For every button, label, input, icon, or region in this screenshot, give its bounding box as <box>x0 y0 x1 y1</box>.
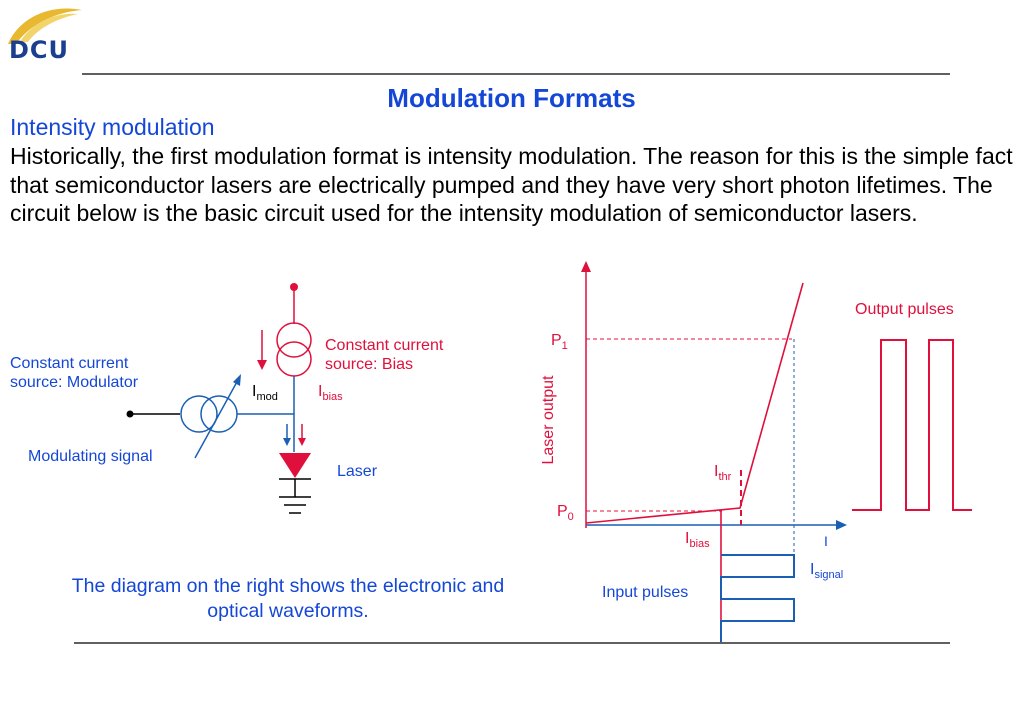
ibias-circuit-label: Ibias <box>318 383 343 403</box>
mod-source-label-2: source: Modulator <box>10 374 139 391</box>
output-pulses-waveform <box>852 339 972 511</box>
x-axis-arrow <box>836 520 847 530</box>
body-paragraph: Historically, the first modulation forma… <box>10 143 1013 226</box>
logo-text: DCU <box>9 36 70 64</box>
laser-label: Laser <box>337 463 378 480</box>
section-subtitle: Intensity modulation <box>10 114 215 140</box>
diagram-caption: The diagram on the right shows the elect… <box>71 575 505 622</box>
modulating-signal-label: Modulating signal <box>28 448 153 465</box>
bias-source-label-2: source: Bias <box>325 356 413 373</box>
ibias-arrow-head <box>298 438 306 446</box>
input-pulses-waveform <box>720 554 795 642</box>
y-axis-arrow <box>581 261 591 272</box>
mod-input-dot <box>126 410 134 418</box>
modulation-arrow-line <box>194 379 239 459</box>
page-title: Modulation Formats <box>387 83 636 113</box>
mod-source-label-1: Constant current <box>10 355 129 372</box>
output-pulses-label: Output pulses <box>855 301 954 318</box>
logo-swoosh-icon <box>8 8 82 44</box>
bias-arrow-head <box>257 360 267 370</box>
logo-swoosh-inner-icon <box>20 13 78 42</box>
p0-label: P0 <box>557 503 574 523</box>
dcu-logo <box>8 8 82 44</box>
isignal-label: Isignal <box>810 561 843 581</box>
ithr-label: Ithr <box>714 463 732 483</box>
bias-source-label-1: Constant current <box>325 337 444 354</box>
bias-source-circle-top <box>276 322 312 358</box>
laser-diode-icon <box>279 453 311 478</box>
ibias-waveform-label: Ibias <box>685 530 710 550</box>
modulation-arrow-head <box>233 374 241 386</box>
li-curve <box>585 282 804 524</box>
p1-label: P1 <box>551 332 568 352</box>
imod-label: Imod <box>252 383 278 403</box>
imod-arrow-head <box>283 438 291 446</box>
x-axis-label: I <box>824 533 828 549</box>
y-axis-label: Laser output <box>540 375 557 465</box>
input-pulses-label: Input pulses <box>602 584 688 601</box>
mod-source-circle-left <box>180 395 218 433</box>
